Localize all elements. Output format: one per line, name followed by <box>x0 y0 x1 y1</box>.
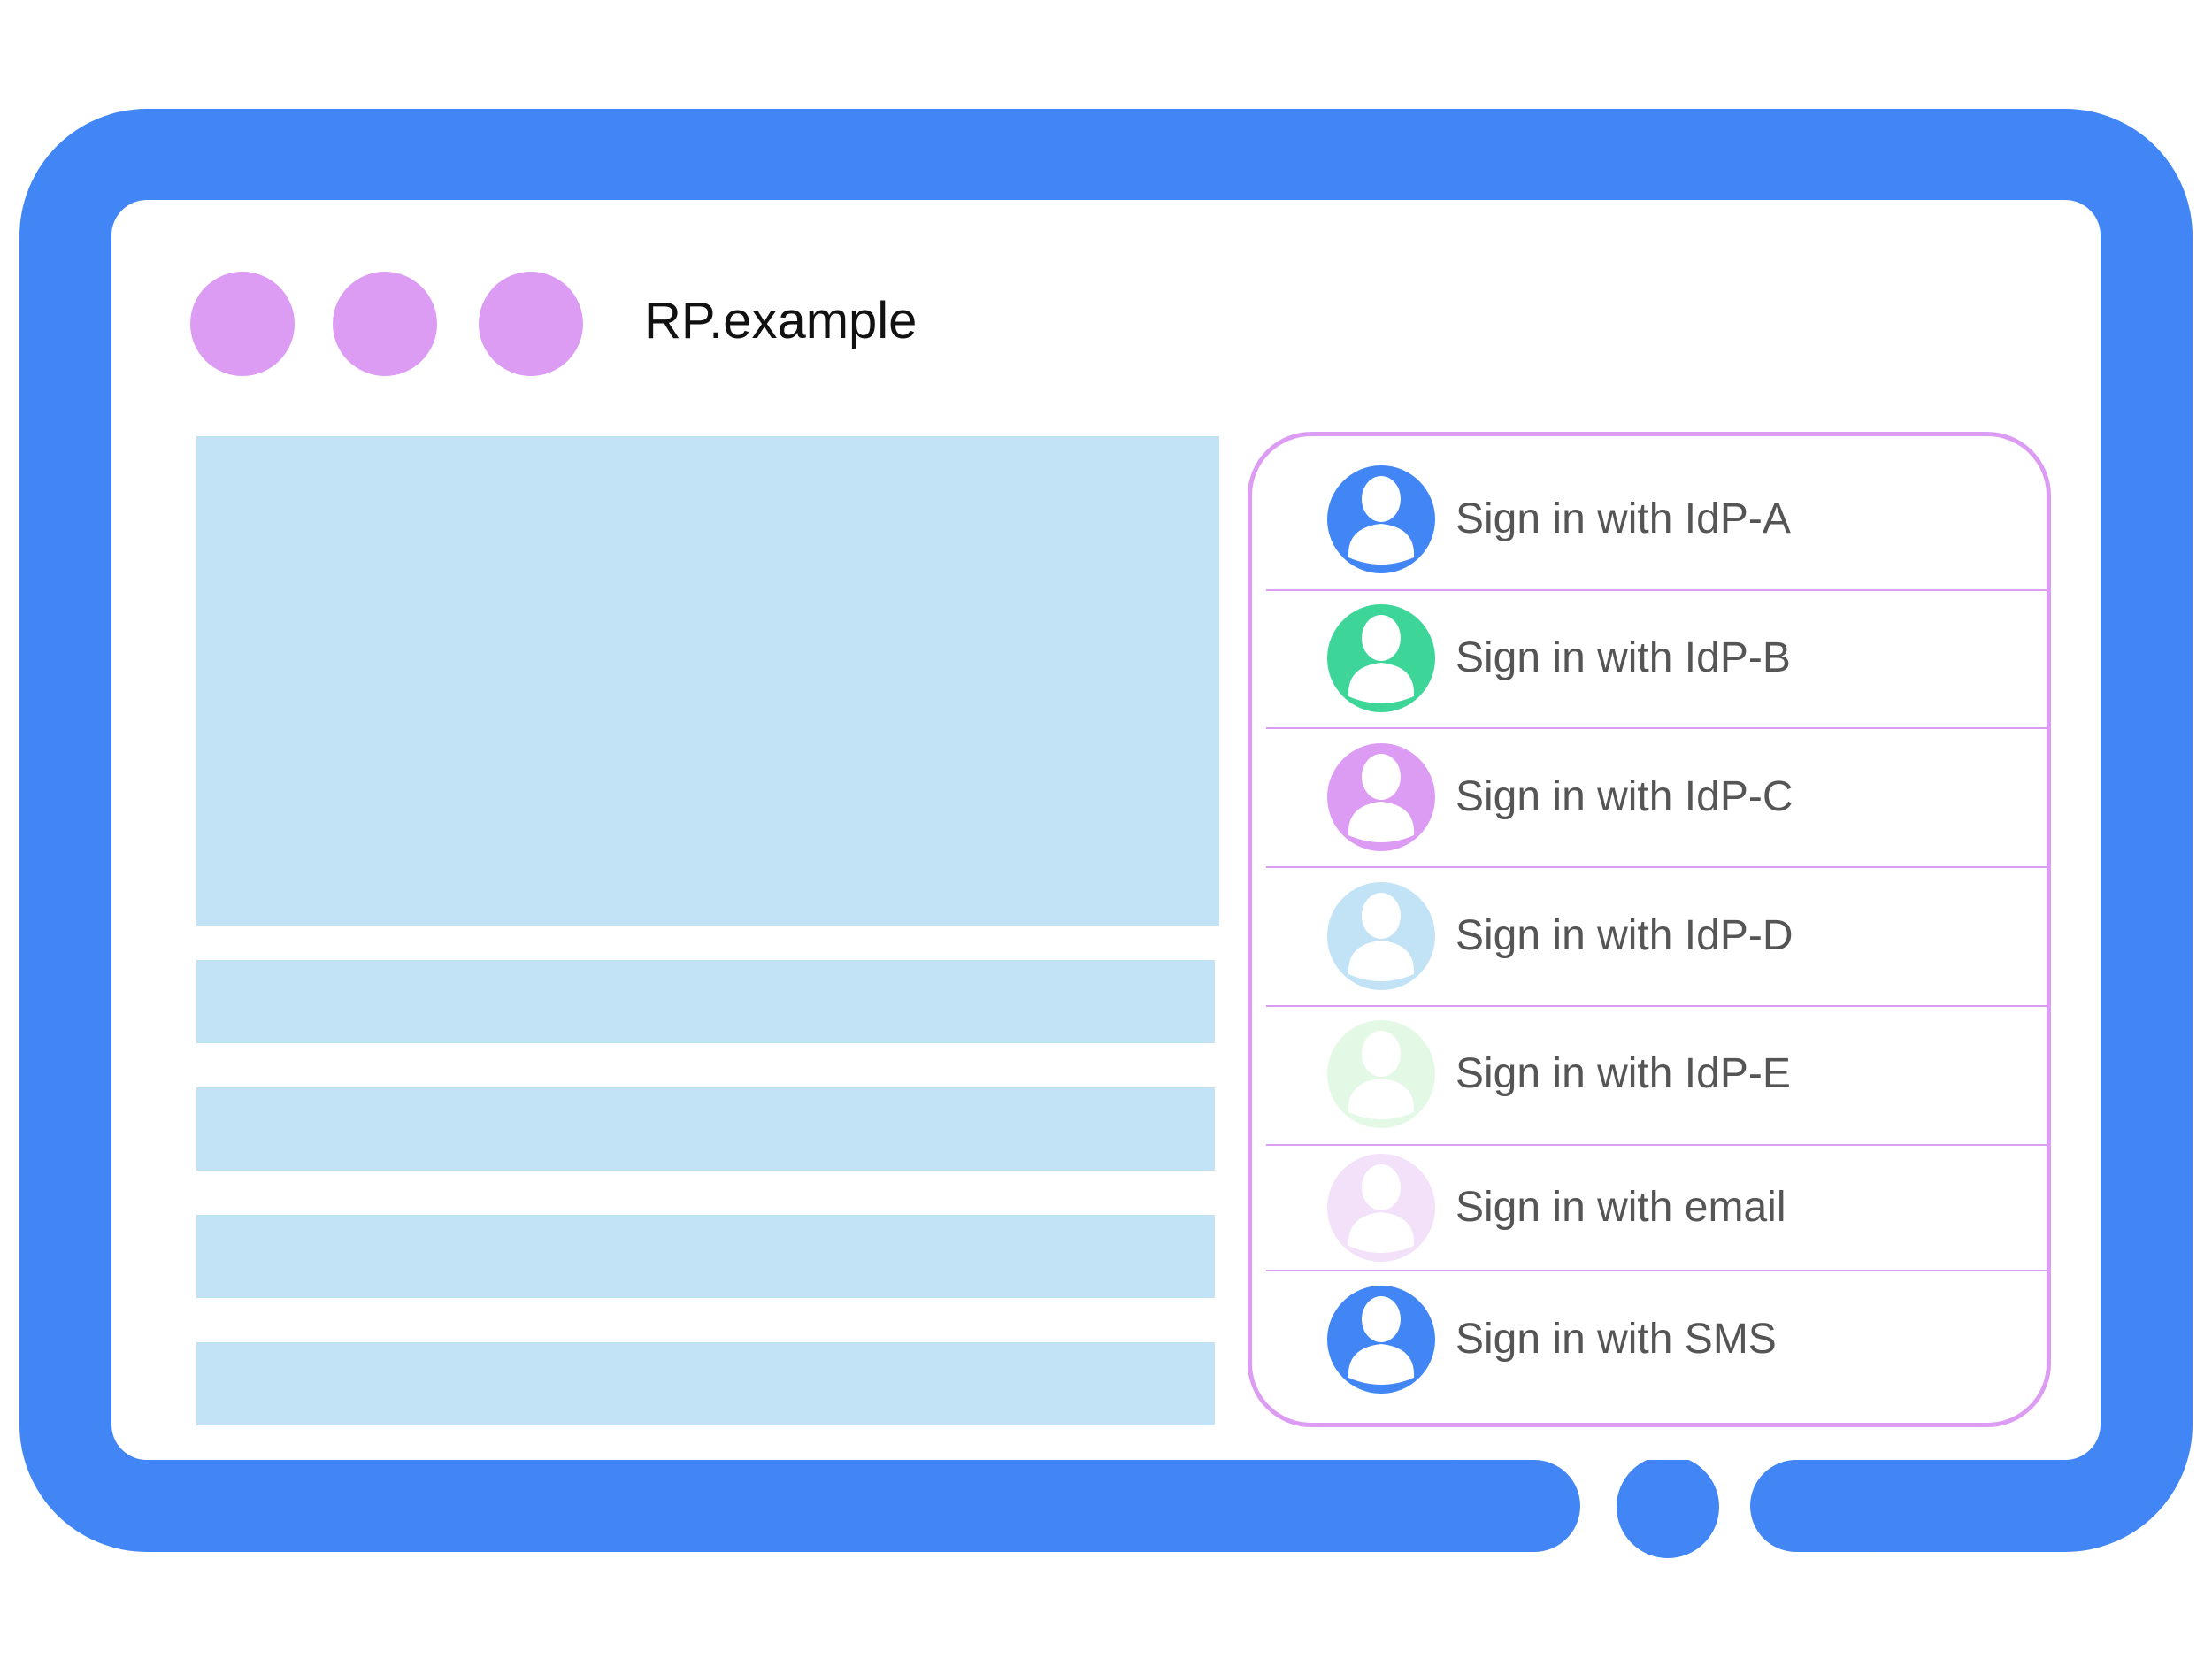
signin-option[interactable]: Sign in with IdP-A <box>1252 465 2047 573</box>
user-avatar-icon <box>1327 743 1435 851</box>
signin-option-label: Sign in with SMS <box>1455 1316 1777 1363</box>
user-avatar-icon <box>1327 604 1435 712</box>
content-line-placeholder <box>196 1215 1215 1298</box>
signin-option[interactable]: Sign in with email <box>1252 1154 2047 1262</box>
signin-option-label: Sign in with IdP-D <box>1455 912 1793 959</box>
site-title: RP.example <box>644 292 918 349</box>
signin-option[interactable]: Sign in with IdP-D <box>1252 882 2047 990</box>
signin-panel: Sign in with IdP-A Sign in with IdP-B Sign… <box>1248 432 2051 1427</box>
content-line-placeholder <box>196 1342 1215 1425</box>
user-avatar-icon <box>1327 882 1435 990</box>
divider <box>1266 727 2047 729</box>
signin-option-label: Sign in with IdP-C <box>1455 773 1793 820</box>
signin-option-label: Sign in with IdP-B <box>1455 634 1791 681</box>
user-avatar-icon <box>1327 1154 1435 1262</box>
window-dot-3 <box>479 272 583 376</box>
user-avatar-icon <box>1327 1286 1435 1394</box>
signin-option[interactable]: Sign in with IdP-C <box>1252 743 2047 851</box>
divider <box>1266 1005 2047 1007</box>
home-button[interactable] <box>1617 1455 1719 1558</box>
signin-option[interactable]: Sign in with SMS <box>1252 1286 2047 1394</box>
signin-option[interactable]: Sign in with IdP-B <box>1252 604 2047 712</box>
content-line-placeholder <box>196 1087 1215 1171</box>
content-line-placeholder <box>196 960 1215 1043</box>
user-avatar-icon <box>1327 465 1435 573</box>
window-dot-1 <box>190 272 295 376</box>
signin-option-label: Sign in with IdP-E <box>1455 1050 1791 1097</box>
divider <box>1266 866 2047 868</box>
user-avatar-icon <box>1327 1020 1435 1128</box>
divider <box>1266 1144 2047 1146</box>
content-image-placeholder <box>196 436 1219 926</box>
window-dot-2 <box>333 272 437 376</box>
divider <box>1266 1270 2047 1271</box>
signin-option-label: Sign in with email <box>1455 1184 1786 1231</box>
signin-option[interactable]: Sign in with IdP-E <box>1252 1020 2047 1128</box>
signin-option-label: Sign in with IdP-A <box>1455 495 1791 542</box>
divider <box>1266 589 2047 591</box>
